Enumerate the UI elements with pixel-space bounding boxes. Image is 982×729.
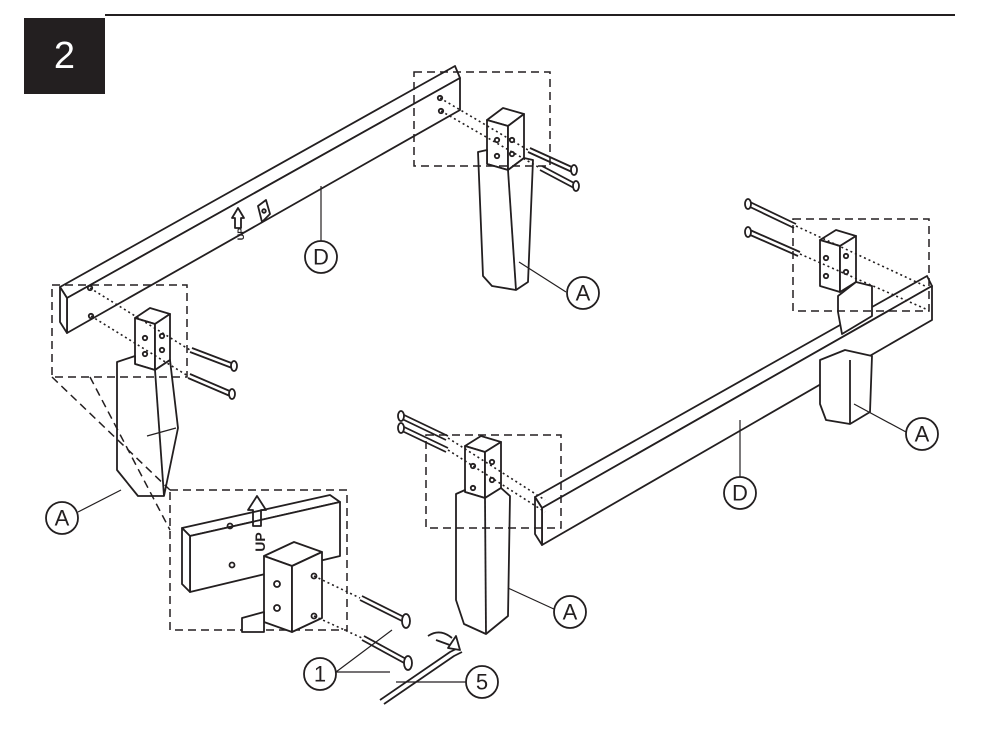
callout-a-left: A: [45, 501, 79, 535]
callout-bolt: 1: [303, 657, 337, 691]
step-number: 2: [53, 34, 76, 77]
step-number-badge: 2: [24, 18, 105, 94]
svg-text:A: A: [576, 281, 591, 306]
rail-back: UP: [59, 65, 461, 334]
rail-up-mark: UP: [236, 228, 246, 241]
leg-back-right: [477, 107, 534, 291]
callout-allen-key: 5: [465, 665, 499, 699]
callout-a-back-right: A: [566, 276, 600, 310]
leg-left: [116, 307, 179, 497]
zoom-detail: UP: [181, 494, 413, 671]
svg-text:D: D: [313, 245, 329, 270]
zoom-up-mark: UP: [252, 532, 268, 551]
svg-text:A: A: [55, 506, 70, 531]
svg-text:A: A: [915, 422, 930, 447]
callouts: D A A A D A 1 5: [45, 240, 939, 699]
header-rule: [105, 14, 955, 16]
svg-text:D: D: [732, 481, 748, 506]
svg-text:A: A: [563, 600, 578, 625]
svg-text:1: 1: [314, 662, 326, 687]
leader-lines: [77, 186, 907, 683]
leg-front-middle: [455, 435, 511, 635]
alignment-lines: [89, 97, 929, 513]
callout-a-front: A: [553, 595, 587, 629]
allen-key: [379, 631, 463, 705]
callout-d-back: D: [304, 240, 338, 274]
callout-a-right: A: [905, 417, 939, 451]
leg-right: [819, 229, 873, 425]
bolts: [187, 147, 801, 453]
svg-text:5: 5: [476, 670, 488, 695]
rail-front: [534, 275, 933, 546]
callout-d-front: D: [723, 476, 757, 510]
